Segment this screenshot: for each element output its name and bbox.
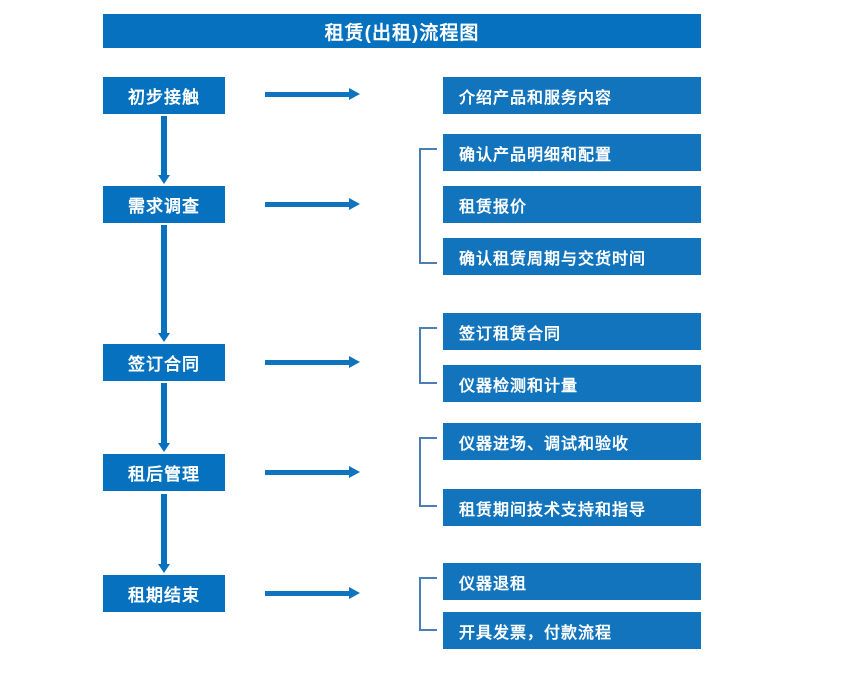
stage-box-5: 租期结束 [103,575,225,612]
group-bracket-2 [419,327,437,384]
down-arrow-icon-1 [158,116,170,184]
group-bracket-4 [419,577,437,631]
down-arrow-icon-2 [158,225,170,342]
right-arrow-icon-3 [265,356,360,368]
down-arrow-icon-4 [158,494,170,573]
stage-box-2: 需求调查 [103,186,225,223]
group-bracket-1 [419,148,437,264]
right-arrow-icon-4 [265,466,360,478]
right-arrow-icon-2 [265,198,360,210]
detail-box-10: 开具发票，付款流程 [443,612,701,649]
stage-box-3: 签订合同 [103,344,225,381]
right-arrow-icon-5 [265,587,360,599]
stage-box-1: 初步接触 [103,77,225,114]
down-arrow-icon-3 [158,383,170,452]
detail-box-7: 仪器进场、调试和验收 [443,423,701,460]
detail-box-4: 确认租赁周期与交货时间 [443,238,701,275]
detail-box-5: 签订租赁合同 [443,313,701,350]
group-bracket-3 [419,437,437,507]
detail-box-9: 仪器退租 [443,563,701,600]
detail-box-1: 介绍产品和服务内容 [443,77,701,114]
detail-box-6: 仪器检测和计量 [443,365,701,402]
detail-box-8: 租赁期间技术支持和指导 [443,489,701,526]
right-arrow-icon-1 [265,88,360,100]
detail-box-3: 租赁报价 [443,186,701,223]
chart-title: 租赁(出租)流程图 [103,14,701,48]
stage-box-4: 租后管理 [103,454,225,491]
detail-box-2: 确认产品明细和配置 [443,134,701,171]
